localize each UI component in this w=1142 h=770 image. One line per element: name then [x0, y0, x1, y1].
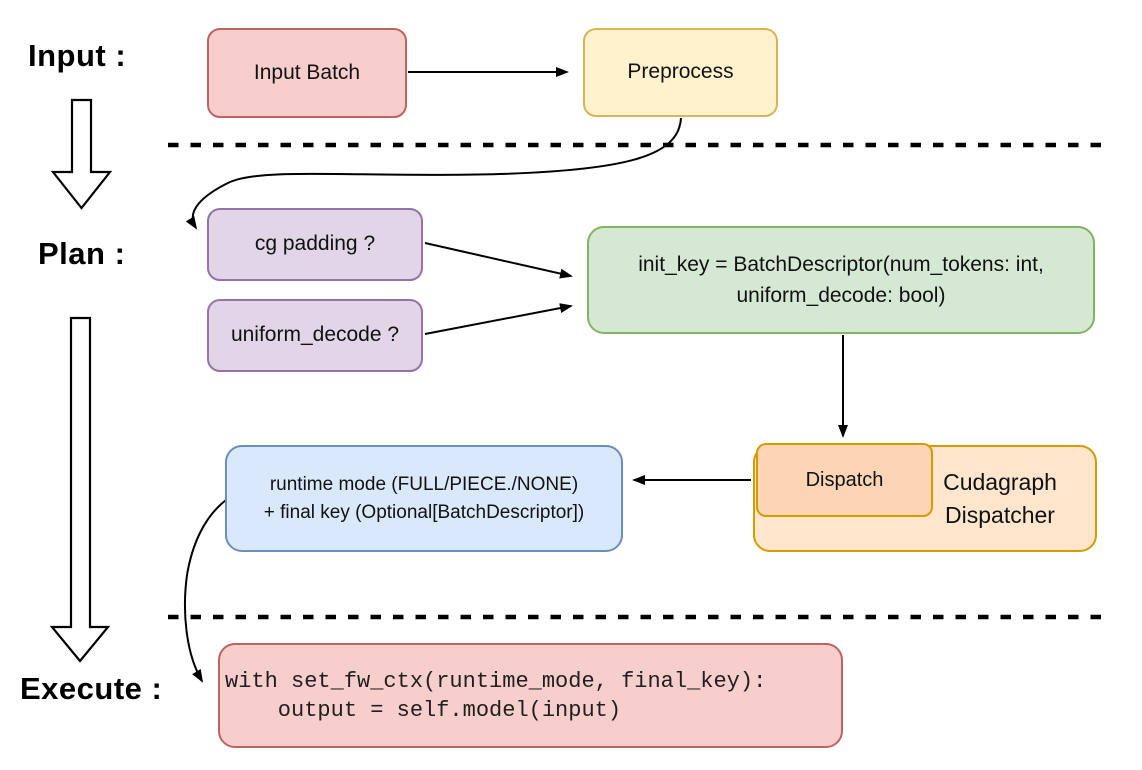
runtime-mode-line1: runtime mode (FULL/PIECE./NONE) — [269, 473, 579, 495]
init-key-line2: uniform_decode: bool) — [736, 284, 946, 307]
runtime-mode-node: runtime mode (FULL/PIECE./NONE) + final … — [225, 445, 623, 552]
init-key-line1: init_key = BatchDescriptor(num_tokens: i… — [638, 253, 1044, 276]
stage-arrow-input-to-plan — [50, 98, 113, 210]
preprocess-node: Preprocess — [583, 28, 778, 117]
execute-code-line2: output = self.model(input) — [225, 697, 622, 723]
uniform-decode-node: uniform_decode ? — [207, 299, 423, 372]
init-key-node: init_key = BatchDescriptor(num_tokens: i… — [587, 226, 1095, 334]
dispatch-node: Dispatch — [756, 443, 933, 517]
cg-padding-node: cg padding ? — [207, 208, 423, 281]
cudagraph-dispatcher-line1: Cudagraph — [943, 468, 1057, 495]
cg-padding-label: cg padding ? — [254, 232, 376, 256]
dispatch-label: Dispatch — [805, 468, 884, 491]
uniform-decode-label: uniform_decode ? — [230, 323, 400, 347]
input-batch-label: Input Batch — [253, 60, 361, 84]
stage-label-input: Input : — [28, 38, 127, 73]
execute-code-node: with set_fw_ctx(runtime_mode, final_key)… — [218, 643, 843, 748]
execute-code-line1: with set_fw_ctx(runtime_mode, final_key)… — [225, 668, 767, 694]
stage-arrow-plan-to-execute — [49, 316, 111, 663]
preprocess-label: Preprocess — [627, 60, 734, 84]
cudagraph-dispatcher-line2: Dispatcher — [945, 501, 1055, 528]
edge-runtimemode-code — [183, 499, 227, 683]
edge-uniformdecode-initkey — [424, 303, 573, 335]
edge-preprocess-cgpadding — [185, 117, 682, 230]
stage-label-plan: Plan : — [38, 236, 126, 271]
input-batch-node: Input Batch — [207, 28, 407, 118]
stage-label-execute: Execute : — [20, 671, 163, 706]
edge-cgpadding-initkey — [424, 242, 573, 279]
runtime-mode-line2: + final key (Optional[BatchDescriptor]) — [263, 501, 585, 523]
